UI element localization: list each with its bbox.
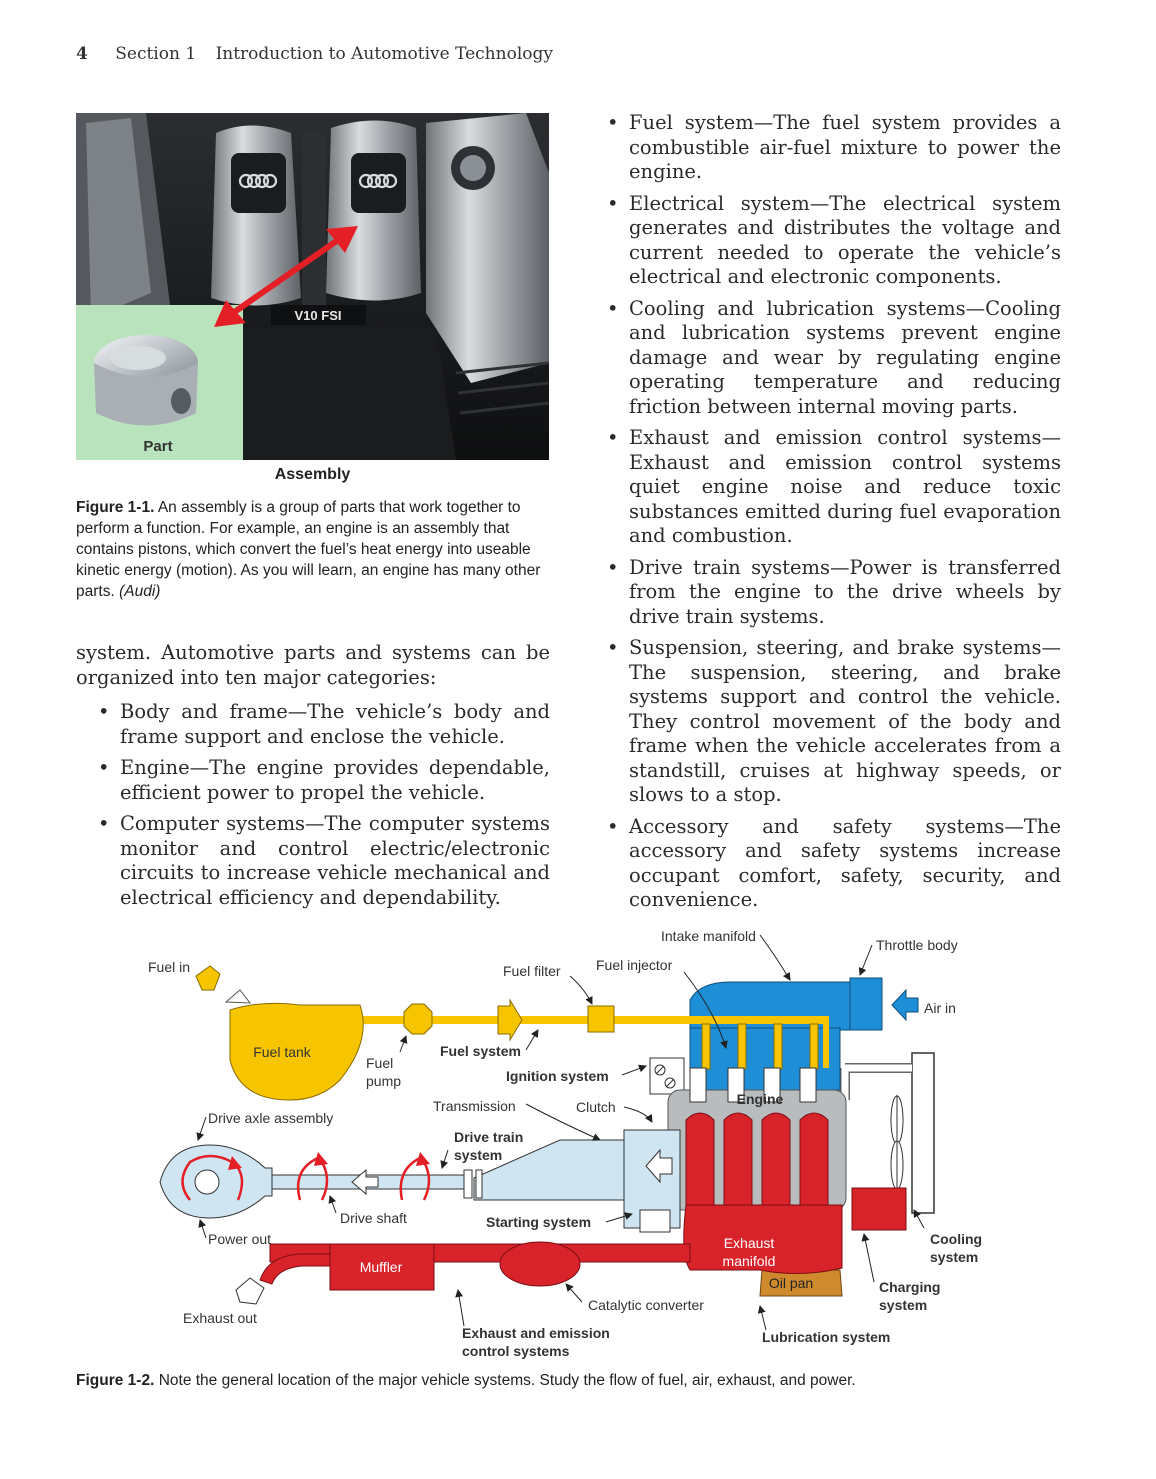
section-label: Section 1 xyxy=(115,44,197,64)
label-cooling: Cooling xyxy=(930,1231,982,1247)
fuel-tank-label: Fuel tank xyxy=(253,1044,312,1060)
label-fuel-in: Fuel in xyxy=(148,959,190,975)
list-item: •Fuel system—The fuel system provides a … xyxy=(607,111,1061,183)
label-intake-manifold: Intake manifold xyxy=(661,928,756,944)
exhaust-out-arrow xyxy=(235,1277,265,1305)
label-throttle-body: Throttle body xyxy=(876,937,958,953)
label-fuel-system: Fuel system xyxy=(440,1043,521,1059)
exhaust-manifold-label-2: manifold xyxy=(723,1253,776,1269)
label-clutch: Clutch xyxy=(576,1099,616,1115)
label-power-out: Power out xyxy=(208,1231,271,1247)
air-in-arrow xyxy=(891,988,919,1022)
label-catalytic-converter: Catalytic converter xyxy=(588,1297,704,1313)
label-fuel-injector: Fuel injector xyxy=(596,957,673,973)
figure-1-2-caption: Figure 1-2. Note the general location of… xyxy=(76,1372,1076,1390)
list-item: •Accessory and safety systems—The access… xyxy=(607,814,1061,912)
category-list-right: •Fuel system—The fuel system provides a … xyxy=(607,111,1061,913)
ignition-coil xyxy=(649,1057,685,1095)
rotation-arrowheads xyxy=(228,1152,430,1170)
list-item: •Drive train systems—Power is transferre… xyxy=(607,555,1061,628)
label-exhaust-emission-2: control systems xyxy=(462,1343,570,1359)
list-item: •Electrical system—The electrical system… xyxy=(607,191,1061,289)
figure-1-2-label: Figure 1-2. xyxy=(76,1372,155,1389)
figure-1-1-caption: Figure 1-1. An assembly is a group of pa… xyxy=(76,497,551,602)
label-charging-system: system xyxy=(879,1297,927,1313)
exhaust-pipe xyxy=(259,1240,691,1285)
engine-photo: V10 FSI Part xyxy=(76,113,549,460)
label-exhaust-emission-1: Exhaust and emission xyxy=(462,1325,610,1341)
label-ignition-system: Ignition system xyxy=(506,1068,609,1084)
figure-1-2-text: Note the general location of the major v… xyxy=(154,1372,856,1389)
part-assembly-arrow xyxy=(214,226,358,327)
exhaust-manifold-shape xyxy=(683,1112,843,1275)
label-drive-axle-assembly: Drive axle assembly xyxy=(208,1110,333,1126)
label-transmission: Transmission xyxy=(433,1098,516,1114)
vehicle-systems-diagram: Fuel tank Engine Oil pan Exhaust manifol… xyxy=(148,928,982,1359)
catalytic-converter-shape xyxy=(499,1241,581,1287)
list-item: •Suspension, steering, and brake systems… xyxy=(607,636,1061,806)
label-drive-train-system: system xyxy=(454,1147,502,1163)
radiator xyxy=(840,1052,935,1214)
figure-1-1-text: An assembly is a group of parts that wor… xyxy=(76,499,541,600)
rotation-arrows xyxy=(181,1154,431,1201)
running-header: 4 Section 1 Introduction to Automotive T… xyxy=(76,44,553,64)
alternator-shape xyxy=(851,1187,907,1231)
engine-label: Engine xyxy=(737,1091,784,1107)
page-number: 4 xyxy=(76,44,88,64)
fuel-tank-shape xyxy=(224,989,364,1101)
label-pump: pump xyxy=(366,1073,401,1089)
fuel-pump-shape xyxy=(403,1003,433,1035)
list-item: •Exhaust and emission control systems—Ex… xyxy=(607,426,1061,547)
label-drive-train: Drive train xyxy=(454,1129,523,1145)
list-item: •Engine—The engine provides dependable, … xyxy=(98,756,550,804)
list-item: •Body and frame—The vehicle’s body and f… xyxy=(98,700,550,748)
label-fuel-filter: Fuel filter xyxy=(503,963,561,979)
label-starting-system: Starting system xyxy=(486,1214,591,1230)
fuel-in-arrow xyxy=(195,965,221,991)
intro-paragraph: system. Automotive parts and systems can… xyxy=(76,641,550,689)
muffler-shape xyxy=(329,1243,435,1291)
figure-1-1-label: Figure 1-1. xyxy=(76,499,155,516)
oil-pan-label: Oil pan xyxy=(769,1275,813,1291)
list-item: •Cooling and lubrication systems—Cooling… xyxy=(607,296,1061,418)
intake-manifold-shape xyxy=(689,977,883,1091)
body-left-column: system. Automotive parts and systems can… xyxy=(76,641,550,917)
label-lubrication-system: Lubrication system xyxy=(762,1329,890,1345)
part-label: Part xyxy=(143,438,172,455)
assembly-label: Assembly xyxy=(274,466,351,483)
label-cooling-system: system xyxy=(930,1249,978,1265)
chapter-title: Introduction to Automotive Technology xyxy=(215,44,553,64)
transmission-shape xyxy=(473,1129,681,1233)
label-fuel: Fuel xyxy=(366,1055,393,1071)
drive-shaft-shape xyxy=(271,1168,483,1199)
fuel-line xyxy=(340,998,829,1070)
label-exhaust-out: Exhaust out xyxy=(183,1310,257,1326)
label-charging: Charging xyxy=(879,1279,940,1295)
exhaust-manifold-label-1: Exhaust xyxy=(724,1235,775,1251)
muffler-label: Muffler xyxy=(360,1259,403,1275)
body-right-column: •Fuel system—The fuel system provides a … xyxy=(607,111,1061,920)
category-list-left: •Body and frame—The vehicle’s body and f… xyxy=(76,700,550,910)
label-drive-shaft: Drive shaft xyxy=(340,1210,407,1226)
figure-1-1-credit: (Audi) xyxy=(119,583,161,600)
list-item: •Computer systems—The computer systems m… xyxy=(98,812,550,909)
engine-badge-text: V10 FSI xyxy=(295,308,342,323)
label-air-in: Air in xyxy=(924,1000,956,1016)
